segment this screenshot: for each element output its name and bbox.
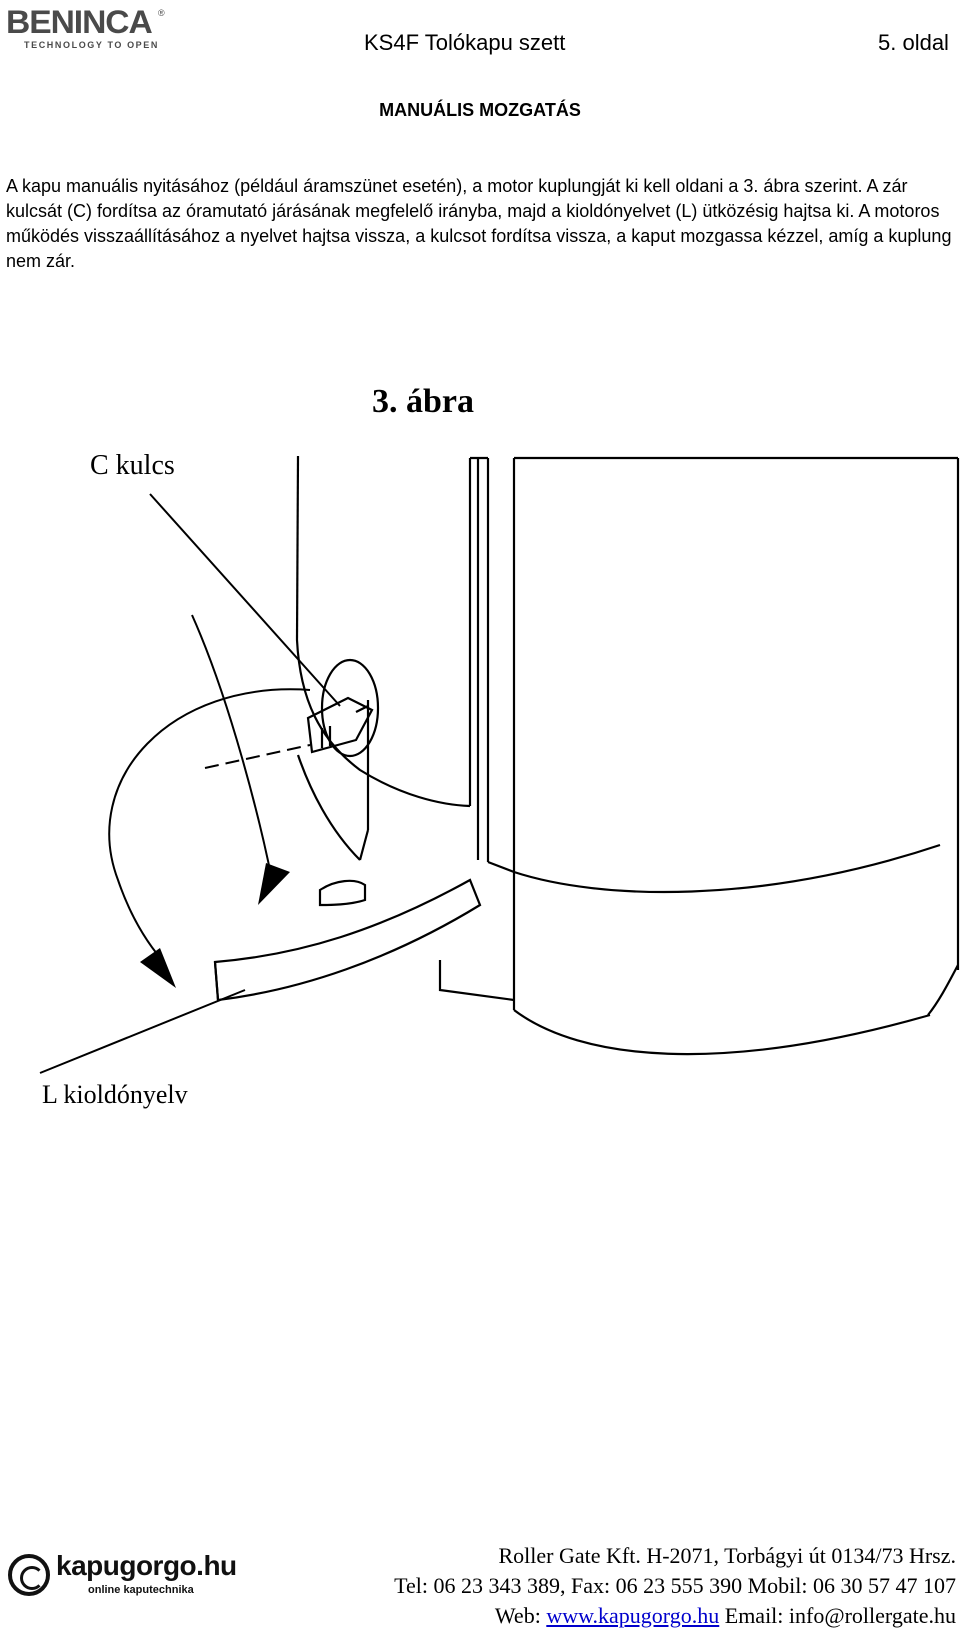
beninca-logo: BENINCA ® TECHNOLOGY TO OPEN (6, 6, 166, 52)
label-c-key: C kulcs (90, 450, 175, 481)
document-title: KS4F Tolókapu szett (364, 30, 566, 55)
brand-registered-mark: ® (158, 8, 165, 18)
rotation-arrowhead-outer (140, 948, 176, 988)
axis-dash-line (204, 744, 311, 769)
brand-name: BENINCA (6, 4, 153, 40)
footer-web-link[interactable]: www.kapugorgo.hu (546, 1603, 720, 1628)
key-lock-drawing (306, 658, 380, 758)
footer-email: Email: info@rollergate.hu (724, 1603, 956, 1628)
footer-contact: Roller Gate Kft. H-2071, Torbágyi út 013… (394, 1541, 956, 1631)
section-heading: MANUÁLIS MOZGATÁS (379, 100, 581, 120)
footer-logo-tagline: online kaputechnika (88, 1584, 194, 1596)
footer-web-line: Web: www.kapugorgo.hu Email: info@roller… (394, 1601, 956, 1631)
release-lever-drawing (213, 878, 482, 1002)
label-l-lever: L kioldónyelv (42, 1080, 188, 1109)
lever-pointer-line (39, 989, 246, 1074)
page-number: 5. oldal (878, 30, 949, 55)
kapugorgo-logo-icon (8, 1554, 50, 1596)
rotation-arrow-outer (108, 688, 311, 961)
footer-address: Roller Gate Kft. H-2071, Torbágyi út 013… (498, 1543, 956, 1568)
brand-tagline: TECHNOLOGY TO OPEN (24, 40, 159, 50)
key-pointer-line (149, 493, 341, 707)
figure-caption: 3. ábra (372, 383, 474, 420)
footer-web-label: Web: (494, 1603, 541, 1628)
body-paragraph: A kapu manuális nyitásához (például áram… (6, 176, 952, 271)
rotation-arrow-inner (191, 614, 273, 881)
kapugorgo-logo: kapugorgo.hu online kaputechnika (8, 1550, 237, 1602)
motor-housing (295, 455, 960, 1056)
footer-phone: Tel: 06 23 343 389, Fax: 06 23 555 390 M… (394, 1573, 956, 1598)
footer-logo-name: kapugorgo.hu (56, 1550, 237, 1581)
rotation-arrowhead-inner (258, 863, 290, 905)
